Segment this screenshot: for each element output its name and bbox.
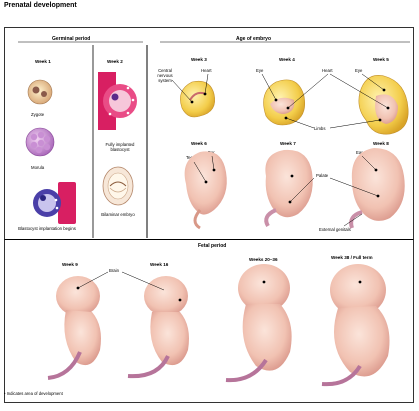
week-16-fetus-illustration (128, 276, 189, 376)
week-3-embryo-illustration (180, 81, 214, 117)
bilaminar-embryo-illustration (103, 167, 133, 205)
weeks-20-36-fetus-illustration (226, 264, 292, 380)
morula-illustration (26, 128, 54, 156)
week-7-embryo-illustration (265, 150, 312, 226)
fully-implanted-blastocyst-illustration (98, 72, 137, 130)
week-9-fetus-illustration (48, 276, 101, 378)
week-38-fetus-illustration (322, 264, 390, 384)
week-4-embryo-illustration (264, 80, 305, 125)
blastocyst-implantation-illustration (33, 182, 76, 224)
zygote-illustration (28, 80, 52, 104)
week-5-embryo-illustration (359, 75, 408, 134)
week-6-embryo-illustration (185, 151, 227, 228)
